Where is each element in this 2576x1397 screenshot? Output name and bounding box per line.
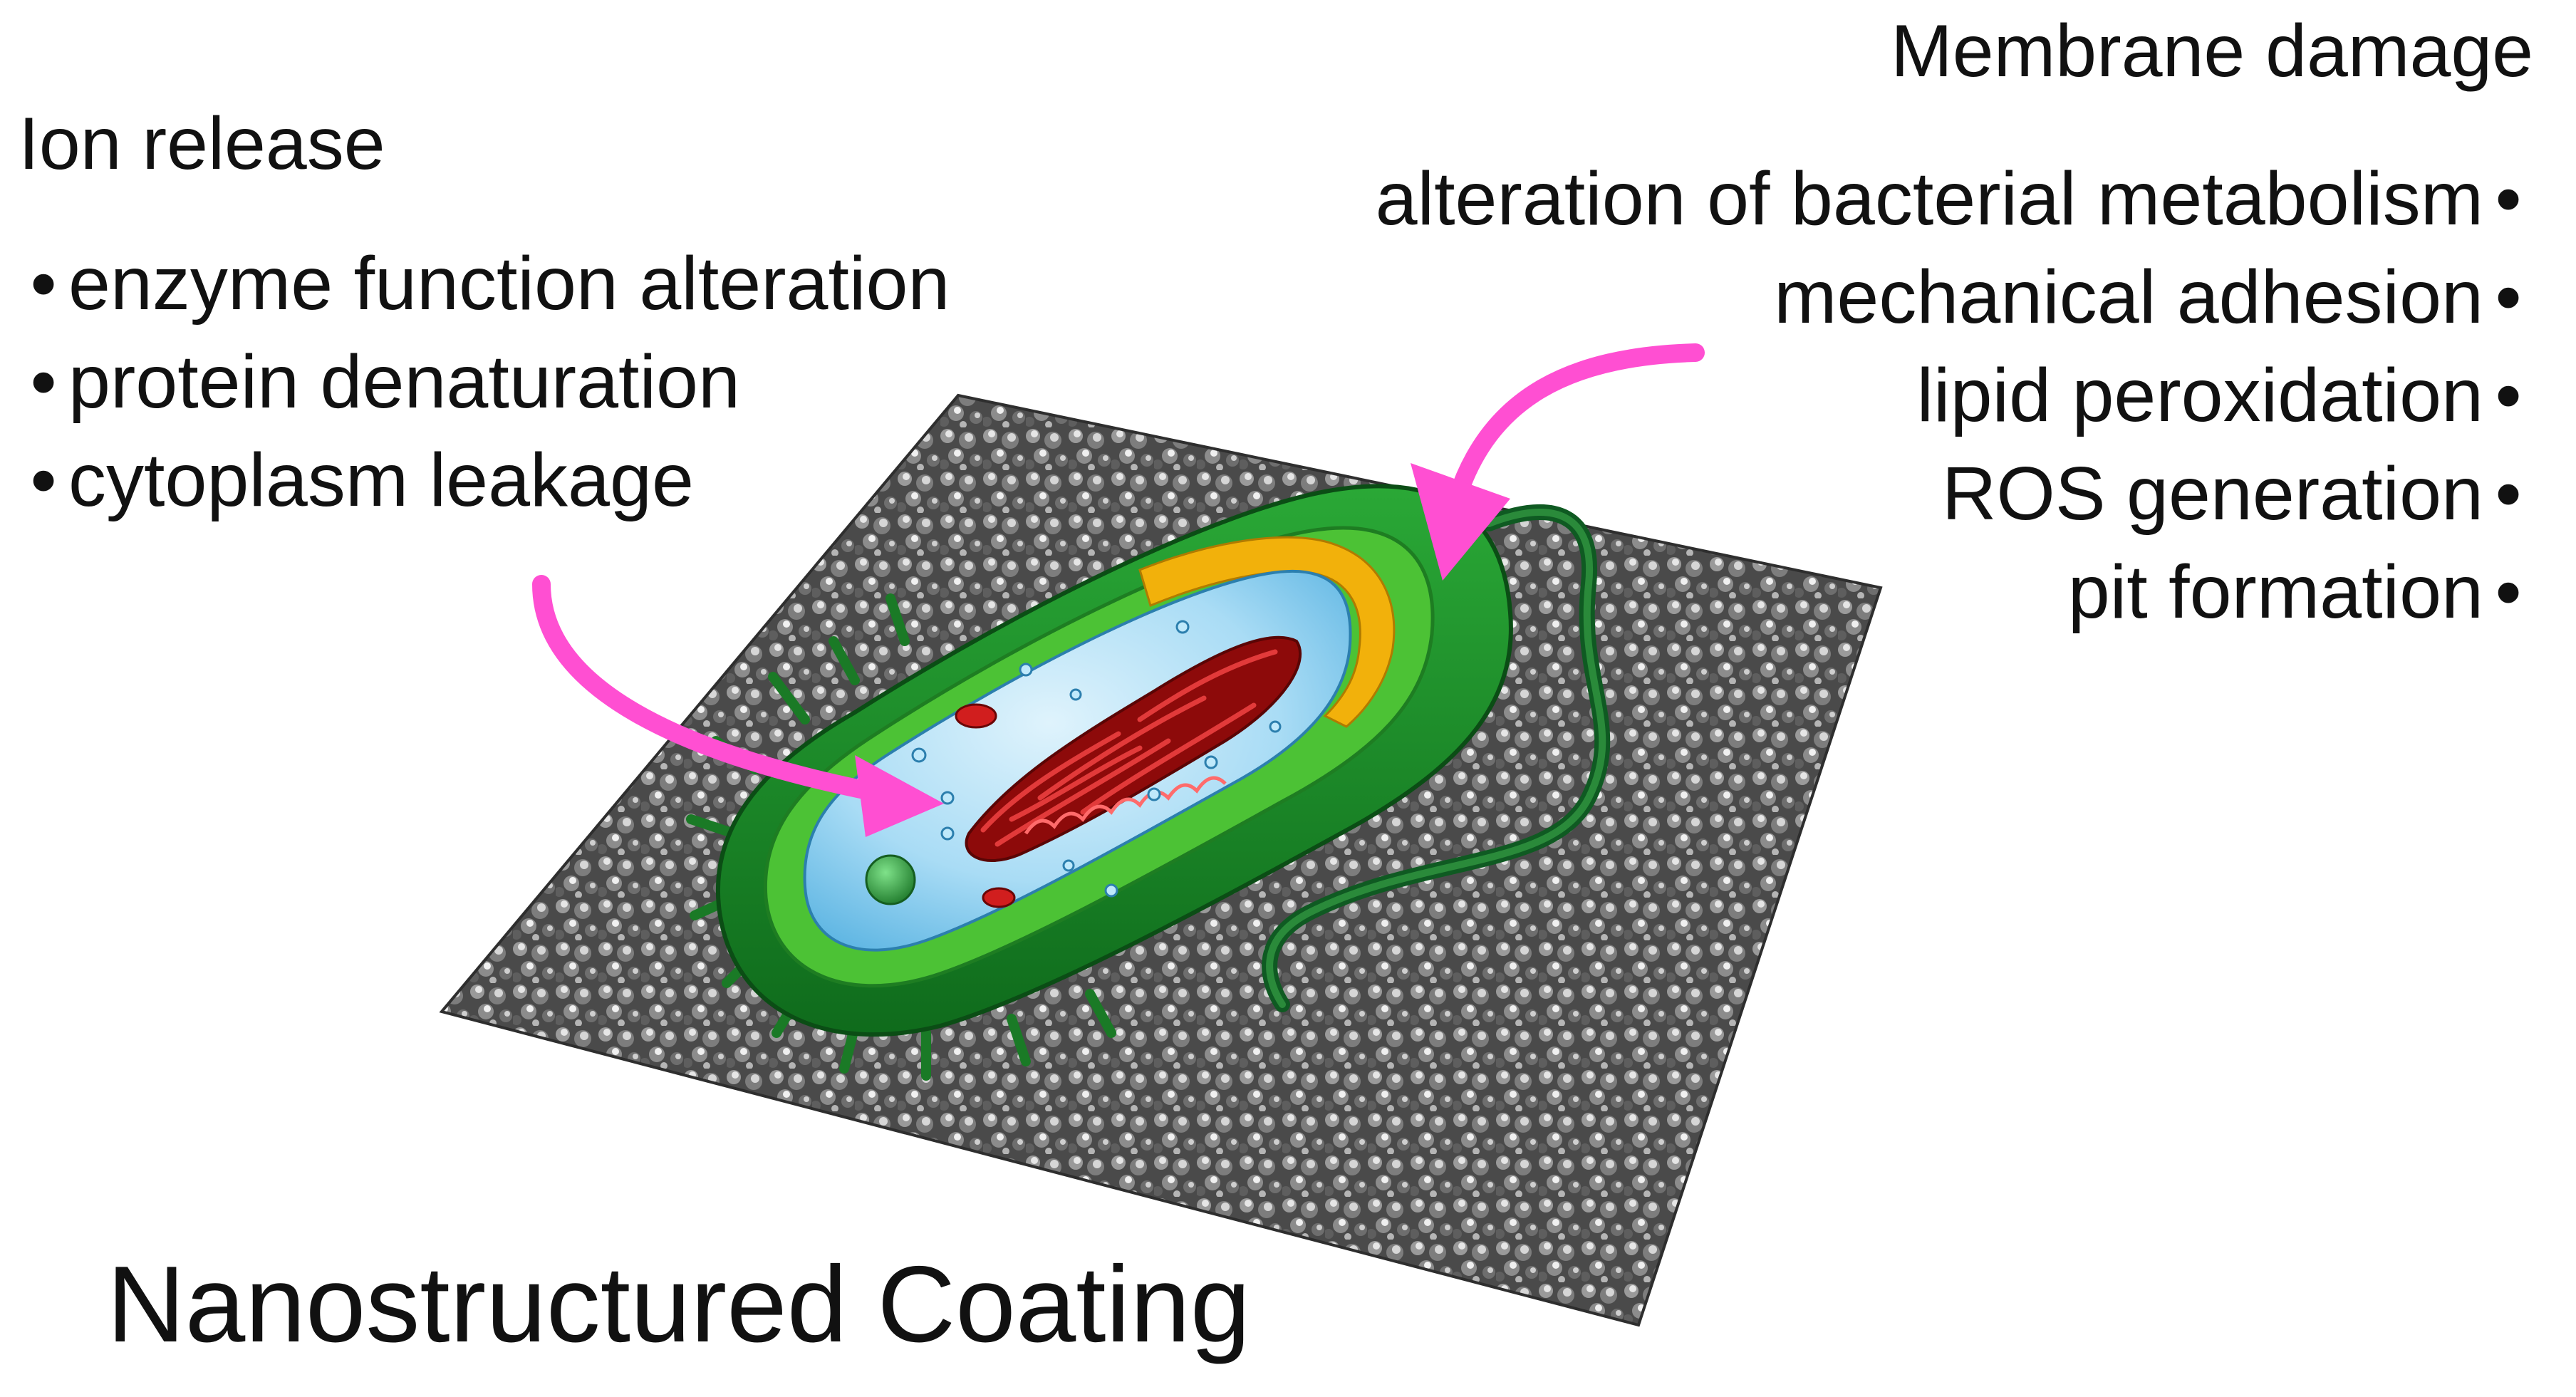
dna-nucleoid bbox=[965, 635, 1302, 862]
ion-release-item: •enzyme function alteration bbox=[19, 246, 950, 321]
membrane-damage-item: mechanical adhesion• bbox=[1774, 259, 2533, 335]
membrane-damage-item-text: lipid peroxidation bbox=[1916, 353, 2483, 437]
ion-release-heading: Ion release bbox=[19, 103, 385, 185]
ribosomes bbox=[911, 620, 1282, 898]
ion-release-item-text: protein denaturation bbox=[68, 340, 740, 424]
ion-release-item-text: cytoplasm leakage bbox=[68, 438, 694, 522]
membrane-damage-panel: Membrane damage alteration of bacterial … bbox=[1180, 14, 2533, 655]
plasmid bbox=[955, 703, 1016, 908]
membrane-damage-item: ROS generation• bbox=[1942, 456, 2533, 531]
bullet-glyph: • bbox=[2495, 255, 2522, 339]
ion-release-arrowhead bbox=[855, 755, 944, 837]
bullet-glyph: • bbox=[2495, 452, 2522, 536]
membrane-damage-item-text: alteration of bacterial metabolism bbox=[1375, 157, 2483, 241]
ion-release-item-text: enzyme function alteration bbox=[68, 242, 950, 326]
membrane-damage-heading: Membrane damage bbox=[1891, 10, 2533, 93]
membrane-damage-item-text: mechanical adhesion bbox=[1774, 255, 2483, 339]
bullet-glyph: • bbox=[30, 438, 57, 522]
membrane-damage-arrow bbox=[1448, 343, 1705, 508]
storage-granule bbox=[865, 854, 916, 905]
ion-release-item: •protein denaturation bbox=[19, 344, 740, 420]
membrane-damage-item: alteration of bacterial metabolism• bbox=[1376, 161, 2533, 237]
bullet-glyph: • bbox=[30, 340, 57, 424]
ion-release-item: •cytoplasm leakage bbox=[19, 438, 693, 522]
membrane-damage-item-text: pit formation bbox=[2067, 550, 2483, 634]
bullet-glyph: • bbox=[2495, 550, 2522, 634]
ion-release-arrow bbox=[532, 575, 914, 807]
bullet-glyph: • bbox=[2495, 157, 2522, 241]
membrane-damage-item: lipid peroxidation• bbox=[1916, 358, 2533, 433]
membrane-damage-arrowhead bbox=[1411, 463, 1510, 581]
coating-label: Nanostructured Coating bbox=[107, 1244, 1251, 1365]
membrane-damage-item-text: ROS generation bbox=[1941, 452, 2483, 536]
bullet-glyph: • bbox=[2495, 353, 2522, 437]
membrane-damage-item: pit formation• bbox=[2068, 554, 2533, 630]
bullet-glyph: • bbox=[30, 242, 57, 326]
